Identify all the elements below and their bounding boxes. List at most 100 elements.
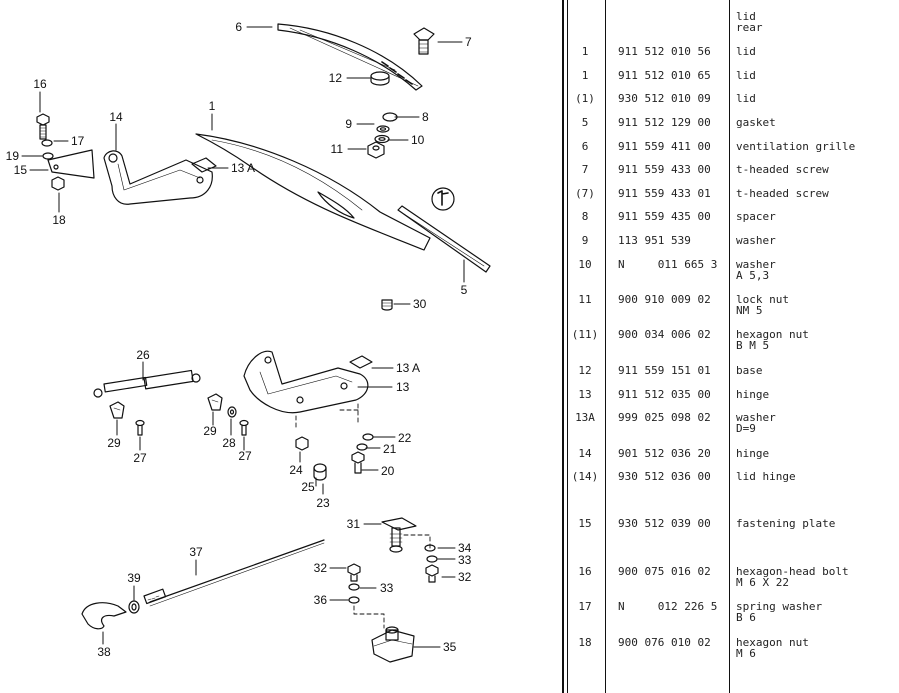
row-pos: 13A bbox=[575, 411, 595, 424]
row-desc-2: B M 5 bbox=[736, 339, 770, 352]
header-desc: lid bbox=[736, 10, 756, 23]
callout-27-left: 27 bbox=[133, 451, 147, 465]
row-pos: 16 bbox=[578, 565, 592, 578]
callout-30: 30 bbox=[413, 297, 427, 311]
row-part-number: 999 025 098 02 bbox=[618, 411, 711, 424]
row-desc: t-headed screw bbox=[736, 163, 829, 176]
row-desc-2: B 6 bbox=[736, 611, 756, 624]
bolt-25-part bbox=[313, 463, 327, 481]
row-part-number: 113 951 539 bbox=[618, 234, 691, 247]
callout-38: 38 bbox=[97, 645, 111, 659]
row-desc: hinge bbox=[736, 388, 770, 401]
row-pos: (7) bbox=[575, 187, 595, 200]
row-part-number: 911 512 129 00 bbox=[618, 116, 711, 129]
washer-part bbox=[376, 125, 390, 133]
callout-13: 13 bbox=[396, 380, 410, 394]
row-desc: ventilation grille bbox=[736, 140, 856, 153]
spring-washer-part bbox=[41, 139, 53, 147]
hexagon-nut-part bbox=[51, 176, 65, 191]
callout-12: 12 bbox=[329, 71, 343, 85]
callout-23: 23 bbox=[316, 496, 330, 510]
callout-13a-mid: 13 A bbox=[396, 361, 420, 375]
row-desc: washer bbox=[736, 411, 776, 424]
hexagon-head-bolt-part bbox=[36, 113, 50, 140]
ventilation-grille-part bbox=[277, 23, 423, 91]
callout-5: 5 bbox=[461, 283, 468, 297]
lock-nut-part bbox=[367, 141, 385, 159]
hinge-14-part bbox=[103, 150, 213, 205]
callout-27-right: 27 bbox=[238, 449, 252, 463]
row-pos: 5 bbox=[581, 116, 589, 129]
row-desc-2: M 6 X 22 bbox=[736, 576, 789, 589]
callout-14: 14 bbox=[109, 110, 123, 124]
row-desc-2: NM 5 bbox=[736, 304, 763, 317]
exploded-parts-diagram: 6 7 12 16 14 1 8 9 10 11 17 19 15 13 A 1… bbox=[6, 20, 491, 663]
washer-33-left-part bbox=[348, 583, 360, 591]
ring-39-part bbox=[128, 600, 140, 614]
callout-11: 11 bbox=[331, 142, 344, 156]
row-part-number: 911 512 010 56 bbox=[618, 45, 711, 58]
callout-32-right: 32 bbox=[458, 570, 472, 584]
fastening-plate-part bbox=[47, 149, 95, 179]
callout-18: 18 bbox=[52, 213, 66, 227]
callout-8: 8 bbox=[422, 110, 429, 124]
callout-21: 21 bbox=[383, 442, 397, 456]
row-pos: 17 bbox=[578, 600, 592, 613]
row-part-number: 911 512 035 00 bbox=[618, 388, 711, 401]
row-pos: 10 bbox=[578, 258, 592, 271]
row-pos: 15 bbox=[578, 517, 592, 530]
row-pos: (1) bbox=[575, 92, 595, 105]
callout-33-left: 33 bbox=[380, 581, 394, 595]
header-desc-2: rear bbox=[736, 21, 763, 34]
row-pos: 6 bbox=[581, 140, 589, 153]
row-pos: 11 bbox=[578, 293, 592, 306]
washer-34-part bbox=[424, 544, 436, 552]
row-desc: hexagon-head bolt bbox=[736, 565, 849, 578]
row-pos: 12 bbox=[578, 364, 592, 377]
callout-26: 26 bbox=[136, 348, 150, 362]
callout-29-left: 29 bbox=[107, 436, 121, 450]
row-desc: lid bbox=[736, 45, 756, 58]
callout-10: 10 bbox=[411, 133, 425, 147]
emblem-badge-part bbox=[431, 187, 455, 211]
row-desc: lid hinge bbox=[736, 470, 796, 483]
callout-9: 9 bbox=[345, 117, 352, 131]
row-desc: gasket bbox=[736, 116, 776, 129]
row-desc-2: M 6 bbox=[736, 647, 756, 660]
washer-21-part bbox=[356, 443, 368, 451]
nut-24-part bbox=[295, 436, 309, 451]
row-pos: 1 bbox=[581, 69, 589, 82]
callout-37: 37 bbox=[189, 545, 203, 559]
row-pos: 14 bbox=[578, 447, 592, 460]
row-part-number: N 012 226 5 bbox=[618, 600, 718, 613]
bolt-20-part bbox=[351, 451, 365, 474]
row-desc: spring washer bbox=[736, 600, 823, 613]
callout-29-right: 29 bbox=[203, 424, 217, 438]
washer-a53-part bbox=[374, 134, 390, 144]
callout-22: 22 bbox=[398, 431, 412, 445]
row-desc-2: A 5,3 bbox=[736, 269, 770, 282]
row-pos: (14) bbox=[571, 470, 599, 483]
column-divider-pos bbox=[605, 0, 606, 693]
row-desc-2: D=9 bbox=[736, 422, 756, 435]
callout-19: 19 bbox=[6, 149, 20, 163]
bracket-31-part bbox=[381, 517, 417, 553]
row-desc: lock nut bbox=[736, 293, 789, 306]
row-desc: base bbox=[736, 364, 763, 377]
screw-27-left bbox=[135, 419, 145, 436]
row-part-number: 930 512 039 00 bbox=[618, 517, 711, 530]
callout-32-left: 32 bbox=[314, 561, 328, 575]
washer-22-part bbox=[362, 433, 374, 441]
row-part-number: 900 075 016 02 bbox=[618, 565, 711, 578]
row-pos: 1 bbox=[581, 45, 589, 58]
row-pos: 8 bbox=[581, 210, 589, 223]
support-rod-part bbox=[149, 539, 325, 603]
column-divider-part bbox=[729, 0, 730, 693]
callout-17: 17 bbox=[71, 134, 85, 148]
row-part-number: 900 034 006 02 bbox=[618, 328, 711, 341]
row-part-number: 930 512 036 00 bbox=[618, 470, 711, 483]
row-desc: t-headed screw bbox=[736, 187, 829, 200]
row-part-number: 901 512 036 20 bbox=[618, 447, 711, 460]
row-desc: fastening plate bbox=[736, 517, 836, 530]
